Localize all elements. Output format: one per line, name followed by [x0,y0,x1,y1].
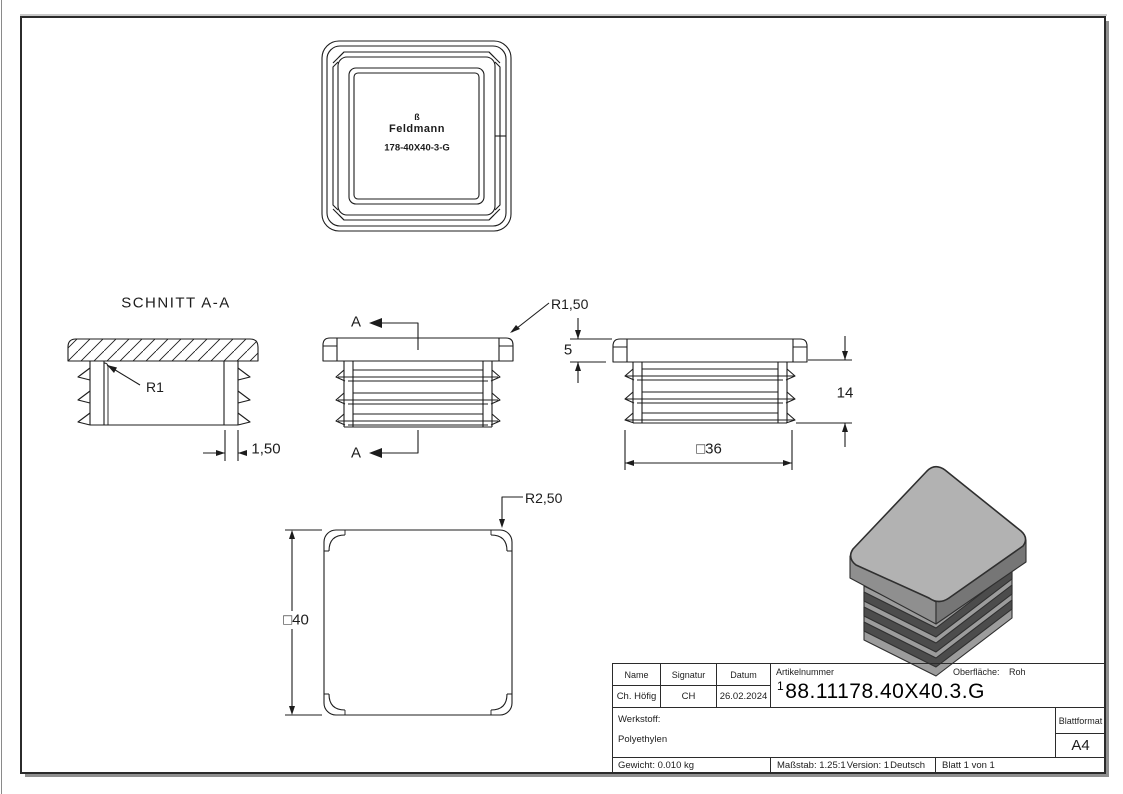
fin-row-2 [624,391,796,404]
r250-arrowhead [499,519,505,528]
bottom-view [285,496,523,716]
brand-logo-glyph: ß [414,112,420,122]
tangent-ticks [324,530,512,715]
fin-band [863,584,1013,653]
r1-arrowhead [107,365,117,373]
r150-arrowhead [510,325,520,333]
format-label: Blattformat [1056,708,1105,734]
surface-value: Roh [1009,667,1026,677]
material-cell: Werkstoff: Polyethylen [613,708,1056,758]
cap-outline [322,337,514,362]
cap-outline [612,338,808,363]
side-fin-tab-top [338,51,495,58]
dim-5: 5 [563,341,573,359]
front-view [322,302,612,458]
render-3d [849,465,1027,677]
dim-14-lines [796,336,852,447]
section-fins [77,367,251,426]
r1-label: R1 [146,379,164,395]
cut-arrow-bottom [369,448,382,458]
article-prefix: 1 [777,679,785,693]
article-cell: Artikelnummer Oberfläche: Roh 188.11178.… [771,664,1105,708]
section-walls [89,361,239,426]
language-value: Deutsch [890,760,925,771]
dim-14: 14 [836,384,854,402]
dim-40: □40 [281,611,311,629]
signature-value: CH [661,686,717,708]
cap-corner-lines [613,339,807,362]
dim-40-lines [285,529,322,716]
section-letter-bottom: A [350,444,362,462]
corner-chamfers [332,51,501,221]
format-value: A4 [1056,734,1105,758]
name-value: Ch. Höfig [613,686,661,708]
fin-walls [343,361,493,427]
r2-50-label: R2,50 [525,490,563,506]
sheet-count-cell: Blatt 1 von 1 [942,760,995,771]
top-view [321,40,512,232]
r250-leader [501,496,523,525]
r150-leader [511,302,550,333]
signature-header: Signatur [661,664,717,686]
section-view [67,338,259,461]
part-label: 178-40X40-3-G [384,142,450,154]
side-fin-tab-left [332,61,339,211]
r1-50-label: R1,50 [551,296,589,312]
window-edge-line [1,0,2,794]
scale-value: Maßstab: 1.25:1 [777,760,846,771]
article-number: 88.11178.40X40.3.G [785,680,985,703]
material-value: Polyethylen [618,734,668,745]
corner-arcs [328,534,508,711]
weight-cell: Gewicht: 0.010 kg [613,758,771,773]
fin-row-3 [335,413,501,426]
cap-corner-lines [323,338,513,361]
section-title: SCHNITT A-A [121,294,231,312]
section-cap-hatched [67,338,259,362]
sheet-frame-highlight [20,14,1107,16]
title-block: Name Signatur Datum Ch. Höfig CH 26.02.2… [612,663,1105,773]
date-value: 26.02.2024 [717,686,771,708]
cut-line [380,322,419,454]
side-view [612,336,852,470]
cap-top-face [849,465,1027,603]
dim-150-lines [203,430,245,461]
article-number-wrap: 188.11178.40X40.3.G [777,679,985,704]
scale-cell: Maßstab: 1.25:1 Version: 1 Deutsch [771,758,936,773]
dim-36: □36 [696,440,722,458]
dim-5-lines [570,318,612,383]
surface-label: Oberfläche: [953,667,1000,677]
version-value: Version: 1 [846,760,890,771]
name-header: Name [613,664,661,686]
side-fin-tab-bottom [338,214,495,221]
dim-1-50: 1,50 [251,440,281,458]
material-label: Werkstoff: [618,714,661,725]
fin-band [863,569,1013,638]
section-letter-top: A [350,313,362,331]
fin-row-3 [624,412,796,424]
date-header: Datum [717,664,771,686]
fin-row-1 [624,368,796,381]
inner-fillet-line [103,362,109,425]
article-label: Artikelnummer [776,667,835,677]
fin-row-2 [335,392,501,405]
fin-row-1 [335,369,501,382]
fin-band [863,599,1013,668]
dim-36-lines [624,430,793,470]
brand-name: Feldmann [389,123,445,135]
cut-arrow-top [369,318,382,328]
